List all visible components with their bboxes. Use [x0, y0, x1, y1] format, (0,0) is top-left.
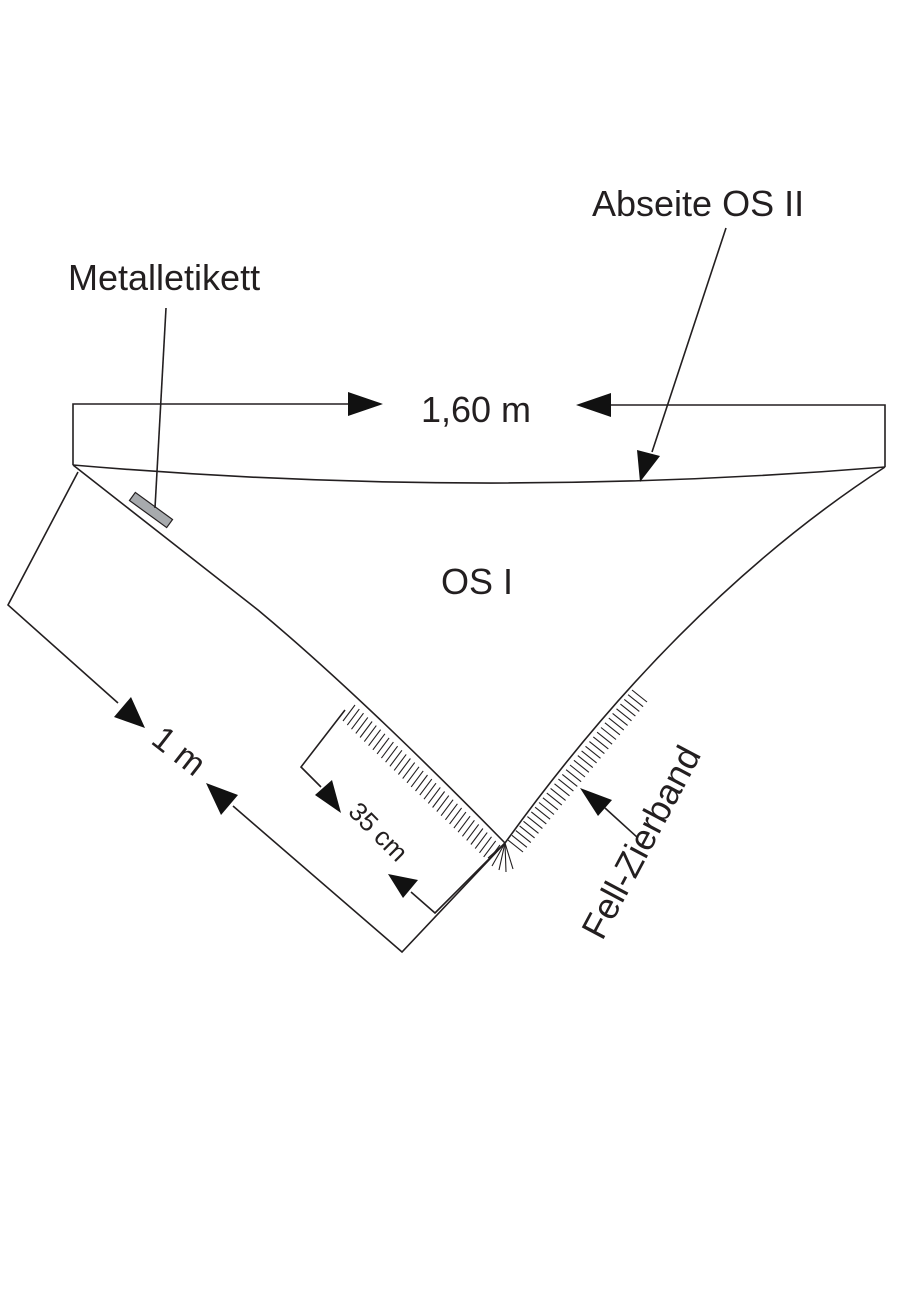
reverse-side-leader [637, 227, 727, 482]
fringe-strand [507, 839, 524, 853]
fringe-left [342, 704, 501, 862]
fringe-strand [342, 704, 356, 722]
width-label: 1,60 m [421, 389, 531, 430]
fringe-strand [376, 737, 390, 755]
fringe-strand [631, 689, 648, 703]
fringe-strand [519, 825, 535, 839]
width-dimension [72, 392, 886, 467]
fringe-strand [415, 774, 428, 792]
fringe-strand [627, 694, 644, 708]
fringe-strand [561, 773, 578, 787]
fringe-strand [479, 836, 492, 854]
fur-band-leader [580, 788, 639, 839]
fringe-strand [620, 703, 636, 717]
fringe-strand [368, 729, 382, 747]
fringe-strand [542, 797, 559, 811]
fringe-strand [612, 712, 628, 726]
front-side-label: OS I [441, 561, 513, 602]
fringe-strand [589, 741, 605, 755]
fringe-strand [461, 819, 475, 837]
fringe-strand [585, 745, 601, 759]
fringe-strand [515, 830, 532, 844]
fringe-strand [457, 815, 471, 833]
fringe-strand [573, 759, 590, 773]
fringe-strand [410, 770, 424, 788]
fringe-strand [449, 807, 463, 825]
fringe-strand [423, 782, 437, 800]
shawl-left-edge [72, 464, 506, 844]
fringe-strand [600, 727, 617, 740]
fringe-strand [402, 762, 416, 779]
shawl-top-edge [72, 464, 886, 484]
fringe-strand [372, 733, 386, 751]
metal-tag-label: Metalletikett [68, 257, 260, 298]
fringe-strand [565, 769, 582, 783]
fringe-strand [534, 806, 551, 820]
shawl-right-edge [504, 466, 886, 844]
reverse-side-label: Abseite OS II [592, 183, 804, 224]
fringe-arrow-upper [315, 780, 341, 813]
fringe-strand [616, 708, 632, 722]
fringe-dimension [299, 709, 506, 915]
fur-band-label: Fell-Zierband [573, 739, 709, 946]
fringe-strand [427, 787, 441, 804]
fringe-strand [466, 824, 480, 841]
fringe-strand [389, 749, 403, 767]
fringe-length-label: 35 cm [343, 796, 414, 867]
fringe-strand [474, 832, 488, 849]
fringe-strand [538, 802, 555, 815]
reverse-side-arrow [637, 450, 660, 482]
fringe-strand [432, 791, 446, 808]
fringe-strand [380, 741, 394, 759]
fringe-strand [530, 811, 547, 825]
fringe-strand [581, 750, 597, 764]
side-arrow-lower [206, 783, 238, 815]
side-arrow-upper [114, 697, 145, 728]
metal-tag-leader [154, 307, 167, 509]
fringe-strand [346, 708, 360, 726]
fringe-strand [577, 755, 594, 769]
fringe-strand [592, 736, 609, 750]
fringe-strand [511, 834, 528, 848]
fringe-strand [554, 783, 570, 797]
fringe-strand [546, 792, 563, 806]
fringe-right [507, 689, 648, 853]
fringe-strand [444, 803, 458, 821]
width-arrow-right [576, 393, 611, 417]
width-arrow-left [348, 392, 383, 416]
fringe-strand [596, 731, 613, 745]
fringe-strand [351, 712, 364, 730]
metal-tag-shape [128, 491, 174, 529]
fur-band-arrow [580, 788, 612, 816]
fringe-strand [608, 717, 625, 731]
shawl-outline [72, 464, 886, 844]
fringe-strand [355, 717, 369, 734]
fringe-strand [550, 787, 566, 801]
fringe-strand [440, 799, 454, 817]
fringe-strand [483, 840, 497, 858]
fringe-strand [397, 758, 411, 775]
fringe-strand [527, 816, 543, 830]
fringe-strand [623, 698, 640, 712]
fringe-arrow-lower [388, 874, 418, 898]
fringe-strand [436, 795, 450, 812]
fringe-strand [604, 722, 621, 736]
side-dimension [7, 471, 506, 954]
side-length-label: 1 m [145, 719, 213, 784]
fringe-strand [470, 828, 484, 845]
fringe-strand [363, 725, 377, 742]
fringe-strand [558, 778, 574, 792]
fringe-strand [359, 721, 373, 738]
fringe-strand [385, 745, 399, 763]
fringe-strand [406, 766, 420, 784]
fringe-strand [453, 811, 467, 829]
fringe-strand [393, 754, 407, 771]
fringe-strand [419, 778, 433, 796]
fringe-strand [569, 764, 586, 778]
fringe-strand [523, 820, 539, 834]
